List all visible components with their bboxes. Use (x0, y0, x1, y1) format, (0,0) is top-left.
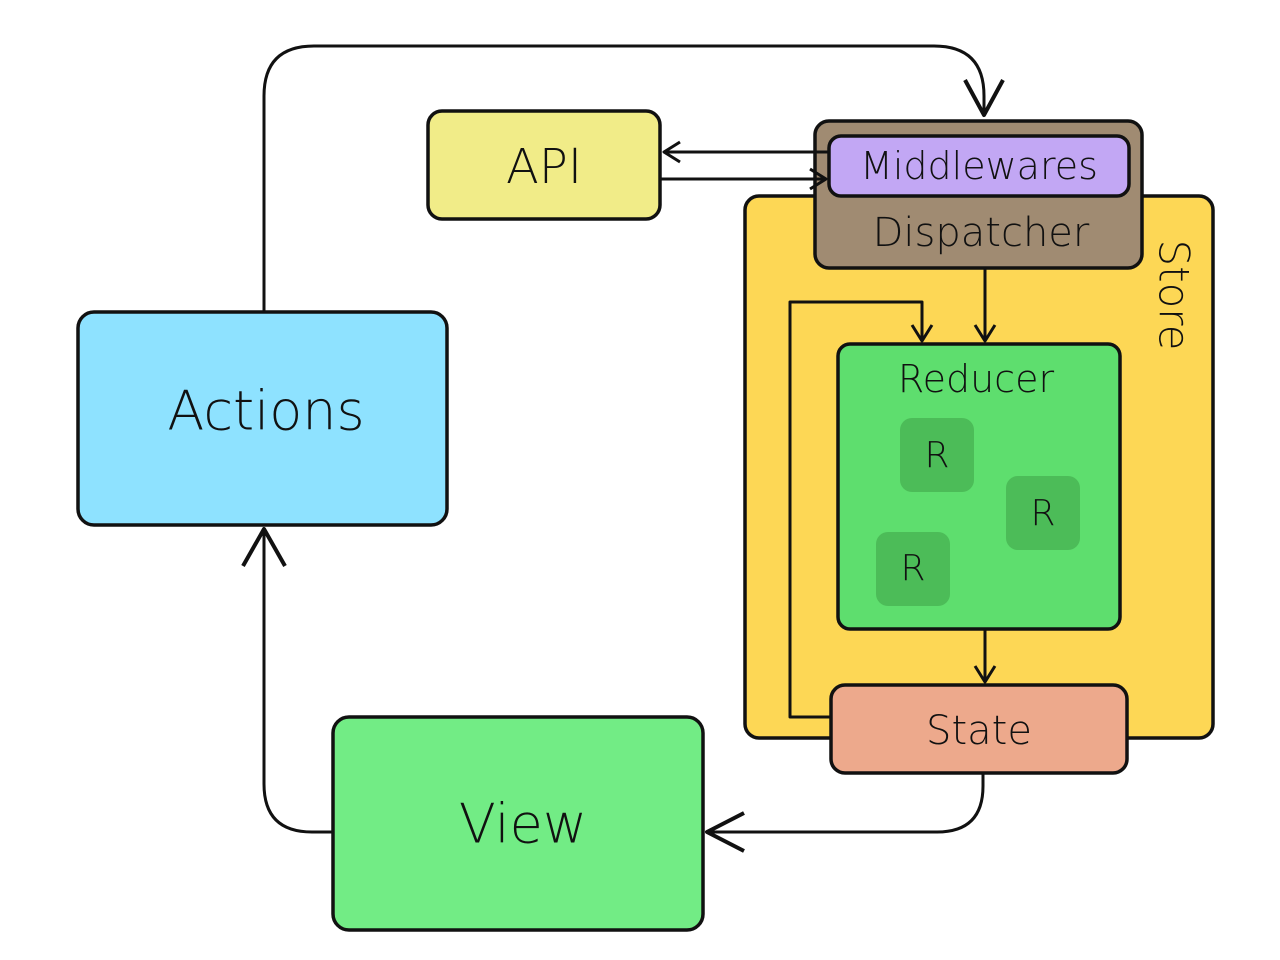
api-label: API (506, 139, 582, 195)
edge-state-to-reducer (788, 300, 924, 719)
actions-label: Actions (167, 380, 364, 443)
arrowhead-icon (910, 324, 934, 343)
arrowhead-icon (241, 527, 287, 567)
view-box (331, 715, 705, 932)
middlewares-label: Middlewares (860, 144, 1098, 188)
dispatcher-label: Dispatcher (873, 210, 1090, 256)
reducer-item-box (876, 532, 950, 606)
arrowhead-icon (705, 811, 745, 853)
arrowhead-icon (973, 665, 997, 684)
arrowhead-icon (662, 140, 681, 164)
state-label: State (926, 708, 1032, 754)
edge-state-to-view (707, 773, 985, 834)
reducer-item-box (900, 418, 974, 492)
reducer-item-label: R (924, 436, 949, 477)
arrowhead-icon (973, 324, 997, 343)
api-box (426, 109, 662, 221)
reducer-item-box (1006, 476, 1080, 550)
view-label: View (459, 793, 587, 856)
middlewares-box (827, 134, 1131, 198)
reducer-item-label: R (900, 549, 925, 590)
reducer-item-label: R (1030, 494, 1055, 535)
store-label: Store (1150, 239, 1199, 350)
reducer-label: Reducer (898, 357, 1055, 401)
state-box (829, 683, 1129, 775)
arrowhead-icon (963, 79, 1005, 117)
edge-view-to-actions (262, 529, 333, 834)
edge-actions-to-dispatcher (262, 44, 986, 312)
arrowhead-icon (809, 167, 828, 191)
